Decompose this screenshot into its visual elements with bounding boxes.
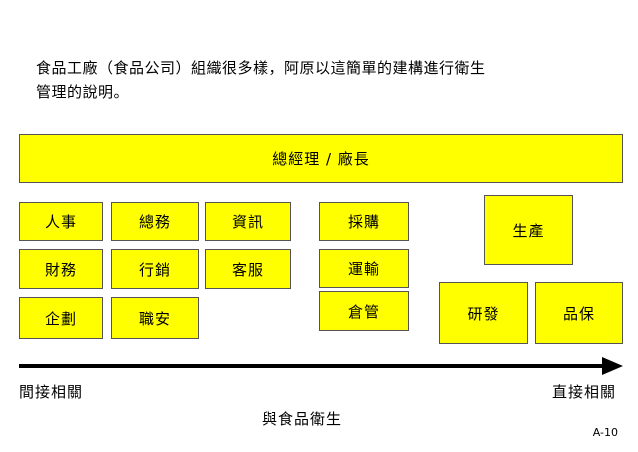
dept-rnd-label: 研發	[467, 304, 500, 323]
dept-production-box: 生產	[484, 195, 573, 265]
axis-caption: 與食品衛生	[262, 410, 343, 428]
dept-occupational-safety-label: 職安	[138, 309, 171, 328]
dept-purchasing-box: 採購	[319, 202, 409, 241]
dept-sales-box: 行銷	[111, 249, 199, 289]
dept-transport-box: 運輸	[319, 249, 409, 288]
dept-hr-box: 人事	[19, 202, 103, 241]
dept-finance-box: 財務	[19, 249, 103, 289]
dept-hr-label: 人事	[44, 213, 77, 231]
dept-qa-box: 品保	[535, 282, 623, 344]
dept-sales-label: 行銷	[138, 260, 171, 279]
dept-rnd-box: 研發	[439, 282, 528, 344]
dept-production-label: 生產	[512, 221, 545, 240]
dept-it-label: 資訊	[231, 213, 264, 231]
dept-customer-service-box: 客服	[205, 249, 291, 289]
general-manager-label: 總經理 / 廠長	[272, 150, 370, 168]
arrow-head-icon	[602, 357, 623, 375]
dept-finance-label: 財務	[44, 260, 77, 279]
dept-warehouse-box: 倉管	[319, 291, 409, 331]
axis-line	[19, 364, 605, 368]
intro-text: 食品工廠（食品公司）組織很多樣，阿原以這簡單的建構進行衛生 管理的說明。	[36, 56, 596, 104]
dept-general-affairs-label: 總務	[138, 213, 171, 231]
axis-left-label: 間接相關	[19, 383, 84, 401]
dept-it-box: 資訊	[205, 202, 291, 241]
dept-transport-label: 運輸	[347, 260, 380, 278]
page-number: A-10	[592, 426, 618, 439]
dept-planning-label: 企劃	[44, 309, 77, 328]
dept-qa-label: 品保	[562, 304, 595, 323]
dept-customer-service-label: 客服	[231, 260, 264, 279]
intro-line-1: 食品工廠（食品公司）組織很多樣，阿原以這簡單的建構進行衛生	[36, 59, 486, 77]
dept-general-affairs-box: 總務	[111, 202, 199, 241]
intro-line-2: 管理的說明。	[36, 83, 130, 101]
general-manager-box: 總經理 / 廠長	[19, 134, 623, 183]
relevance-axis	[19, 356, 623, 376]
dept-occupational-safety-box: 職安	[111, 297, 199, 339]
axis-right-label: 直接相關	[552, 383, 617, 401]
dept-planning-box: 企劃	[19, 297, 103, 339]
dept-purchasing-label: 採購	[347, 213, 380, 231]
dept-warehouse-label: 倉管	[347, 302, 380, 321]
